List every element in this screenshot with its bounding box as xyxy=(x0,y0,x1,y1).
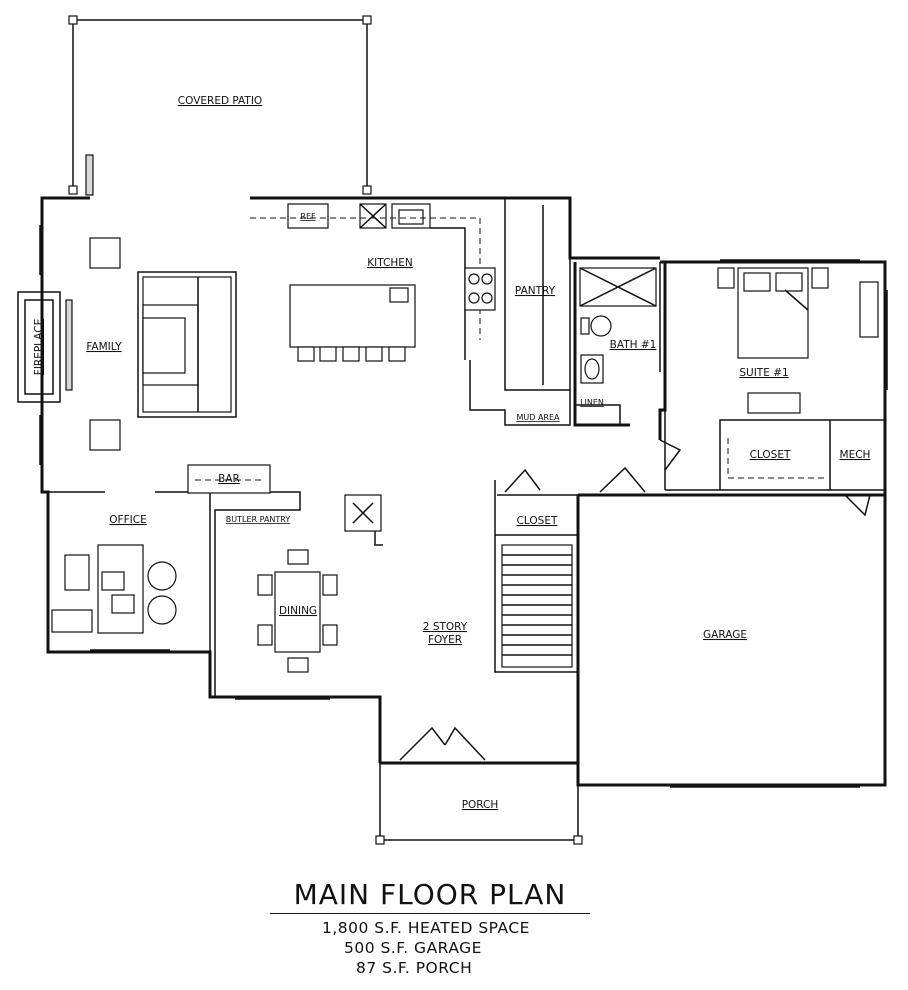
label-covered-patio: COVERED PATIO xyxy=(178,95,262,107)
label-office: OFFICE xyxy=(109,514,146,526)
title-block: MAIN FLOOR PLAN 1,800 S.F. HEATED SPACE … xyxy=(270,878,600,978)
porch-stat: 87 S.F. PORCH xyxy=(356,959,473,977)
suite-furniture xyxy=(717,267,879,479)
label-kitchen: KITCHEN xyxy=(367,257,413,269)
label-family: FAMILY xyxy=(86,341,122,353)
label-mud-area: MUD AREA xyxy=(516,413,560,422)
label-linen: LINEN xyxy=(580,398,604,407)
family-furniture xyxy=(65,237,237,451)
label-closet-suite: CLOSET xyxy=(750,449,791,461)
foyer-column xyxy=(344,494,383,546)
label-garage: GARAGE xyxy=(703,629,747,641)
windows xyxy=(39,225,888,788)
label-mech: MECH xyxy=(840,449,871,461)
label-foyer-line2: FOYER xyxy=(428,634,462,646)
label-bath: BATH #1 xyxy=(610,339,657,351)
interior-walls xyxy=(48,198,885,763)
floor-plan-drawing: COVERED PATIO KITCHEN PANTRY REF FAMILY … xyxy=(17,15,888,845)
bath-fixtures xyxy=(579,267,657,384)
heated-space-stat: 1,800 S.F. HEATED SPACE xyxy=(322,919,530,937)
label-pantry: PANTRY xyxy=(515,285,556,297)
bar-counter xyxy=(187,464,271,494)
porch xyxy=(375,726,583,845)
stairs xyxy=(501,544,573,668)
garage-stat: 500 S.F. GARAGE xyxy=(344,939,482,957)
label-suite: SUITE #1 xyxy=(739,367,788,379)
label-ref: REF xyxy=(300,212,316,221)
kitchen-fixtures xyxy=(250,203,496,362)
dining-furniture xyxy=(257,549,338,673)
label-porch: PORCH xyxy=(462,799,499,811)
label-fireplace: FIREPLACE xyxy=(33,319,45,375)
label-butler-pantry: BUTLER PANTRY xyxy=(226,515,291,524)
covered-patio xyxy=(68,15,372,196)
label-dining: DINING xyxy=(279,605,317,617)
label-closet-foyer: CLOSET xyxy=(517,515,558,527)
office-furniture xyxy=(51,544,177,634)
label-foyer-line1: 2 STORY xyxy=(423,621,468,633)
label-bar: BAR xyxy=(218,473,240,485)
plan-title: MAIN FLOOR PLAN xyxy=(270,878,590,914)
